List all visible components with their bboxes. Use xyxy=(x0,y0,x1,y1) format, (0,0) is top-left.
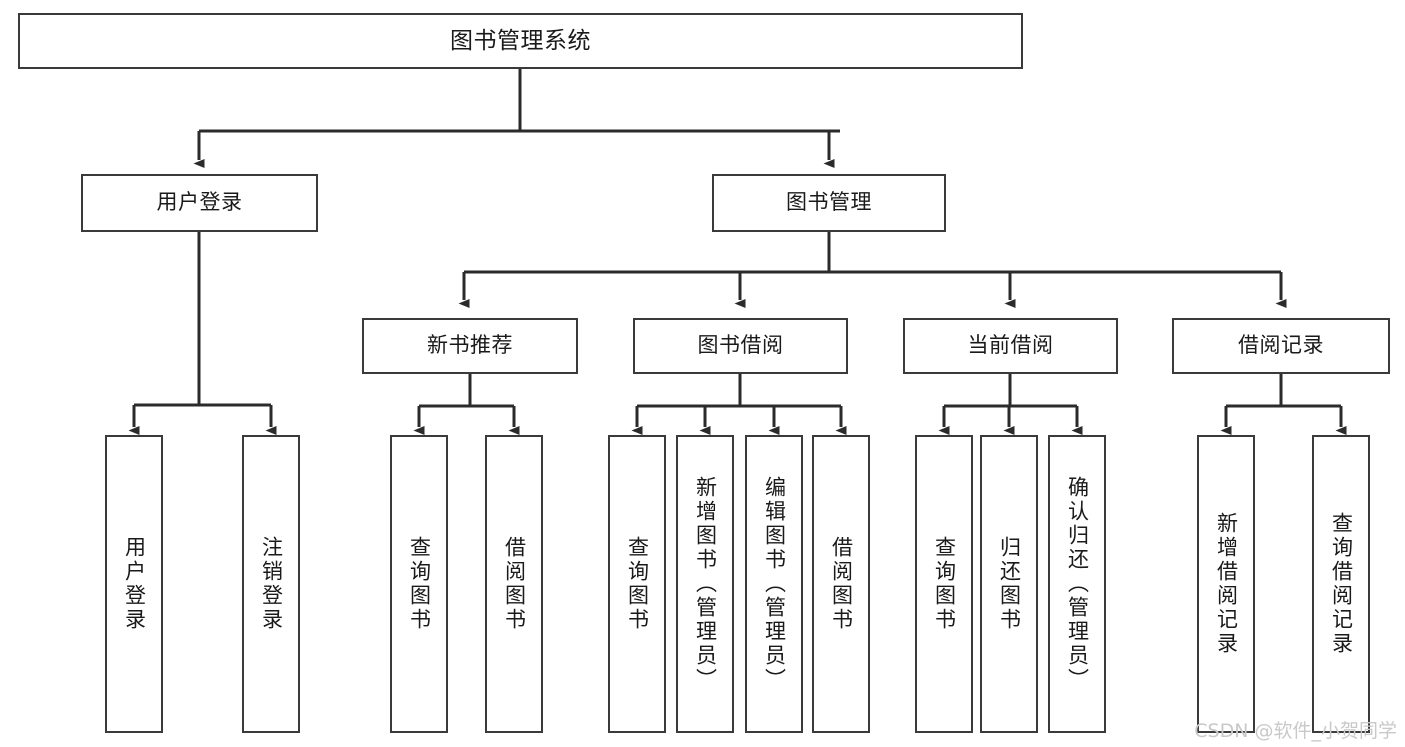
node-leaf-user-logout[interactable]: 注销登录 xyxy=(242,435,300,733)
node-leaf-add-book-label: 新增图书（管理员） xyxy=(693,476,718,692)
node-leaf-query-book-2[interactable]: 查询图书 xyxy=(608,435,666,733)
node-leaf-confirm-return[interactable]: 确认归还（管理员） xyxy=(1048,435,1106,733)
node-leaf-user-login-label: 用户登录 xyxy=(122,536,147,632)
node-leaf-user-logout-label: 注销登录 xyxy=(259,536,284,632)
node-leaf-query-book-3[interactable]: 查询图书 xyxy=(915,435,973,733)
node-current-borrow-label: 当前借阅 xyxy=(967,333,1054,358)
node-leaf-return-book-label: 归还图书 xyxy=(997,536,1022,632)
node-book-borrow-label: 图书借阅 xyxy=(697,333,784,358)
node-leaf-user-login[interactable]: 用户登录 xyxy=(105,435,163,733)
node-leaf-edit-book[interactable]: 编辑图书（管理员） xyxy=(745,435,803,733)
node-leaf-query-record-label: 查询借阅记录 xyxy=(1329,512,1354,656)
node-user-login-label: 用户登录 xyxy=(156,190,243,215)
node-leaf-edit-book-label: 编辑图书（管理员） xyxy=(762,476,787,692)
node-leaf-query-book-1[interactable]: 查询图书 xyxy=(390,435,448,733)
node-leaf-borrow-book-2[interactable]: 借阅图书 xyxy=(812,435,870,733)
node-new-book-rec[interactable]: 新书推荐 xyxy=(362,318,578,374)
node-leaf-query-book-2-label: 查询图书 xyxy=(625,536,650,632)
node-leaf-confirm-return-label: 确认归还（管理员） xyxy=(1065,476,1090,692)
node-leaf-query-book-1-label: 查询图书 xyxy=(407,536,432,632)
node-new-book-rec-label: 新书推荐 xyxy=(427,333,513,358)
node-book-borrow[interactable]: 图书借阅 xyxy=(633,318,848,374)
node-leaf-borrow-book-1-label: 借阅图书 xyxy=(502,536,527,632)
node-leaf-add-record[interactable]: 新增借阅记录 xyxy=(1197,435,1255,733)
node-leaf-return-book[interactable]: 归还图书 xyxy=(980,435,1038,733)
node-book-manage-label: 图书管理 xyxy=(786,190,872,215)
node-borrow-record[interactable]: 借阅记录 xyxy=(1172,318,1390,374)
node-root[interactable]: 图书管理系统 xyxy=(18,13,1023,69)
node-leaf-query-record[interactable]: 查询借阅记录 xyxy=(1312,435,1370,733)
node-leaf-query-book-3-label: 查询图书 xyxy=(932,536,957,632)
node-current-borrow[interactable]: 当前借阅 xyxy=(903,318,1118,374)
node-root-label: 图书管理系统 xyxy=(450,27,591,54)
node-leaf-add-record-label: 新增借阅记录 xyxy=(1214,512,1239,656)
node-user-login[interactable]: 用户登录 xyxy=(81,174,318,232)
node-leaf-borrow-book-2-label: 借阅图书 xyxy=(829,536,854,632)
node-borrow-record-label: 借阅记录 xyxy=(1238,333,1324,358)
node-book-manage[interactable]: 图书管理 xyxy=(712,174,946,232)
node-leaf-borrow-book-1[interactable]: 借阅图书 xyxy=(485,435,543,733)
node-leaf-add-book[interactable]: 新增图书（管理员） xyxy=(676,435,734,733)
